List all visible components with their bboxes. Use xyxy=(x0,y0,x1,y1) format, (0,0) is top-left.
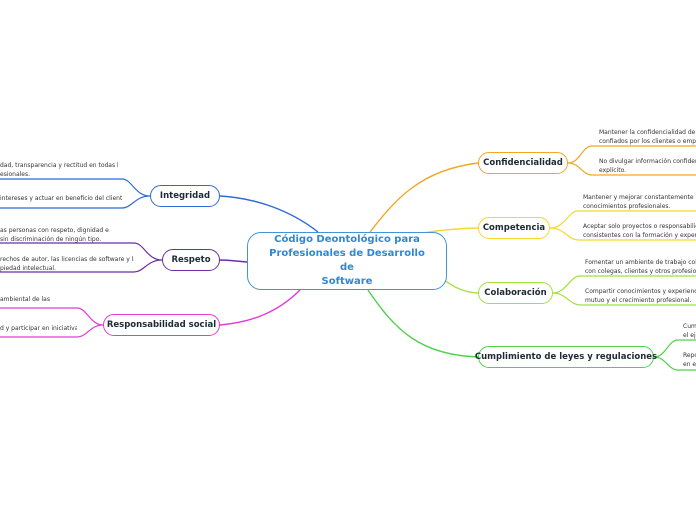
topic-confidencialidad[interactable]: Confidencialidad xyxy=(478,152,568,174)
leaf-text: Cum xyxy=(683,323,696,330)
leaf-text: en el xyxy=(683,361,696,368)
leaf-text: Aceptar solo proyectos o responsabilida xyxy=(583,223,696,230)
leaf-cumplimiento-1[interactable]: Cum el ej xyxy=(683,322,696,340)
leaf-text: el ej xyxy=(683,332,696,339)
leaf-competencia-2[interactable]: Aceptar solo proyectos o responsabilida … xyxy=(583,222,696,240)
branch-line-integridad xyxy=(150,195,319,233)
leaf-text: esionales. xyxy=(0,171,31,178)
leaf-text: Mantener y mejorar constantemente las xyxy=(583,194,696,201)
branch-line-respeto xyxy=(162,259,248,263)
leaf-text: consistentes con la formación y experien xyxy=(583,232,696,239)
topic-colaboracion-label: Colaboración xyxy=(484,288,547,298)
leaf-responsabilidad-1[interactable]: ambiental de las xyxy=(0,295,77,304)
leaf-text: Fomentar un ambiente de trabajo colabo xyxy=(585,259,696,266)
branch-line-confidencialidad xyxy=(369,162,568,233)
leaf-text: intereses y actuar en beneficio del clie… xyxy=(0,195,122,202)
topic-integridad[interactable]: Integridad xyxy=(150,185,220,207)
leaf-text: con colegas, clientes y otros profesiona… xyxy=(585,268,696,275)
leaf-text: d y participar en iniciativas xyxy=(0,325,77,332)
leaf-text: confiados por los clientes o emplea xyxy=(599,138,696,145)
central-topic[interactable]: Código Deontológico para Profesionales d… xyxy=(247,232,447,290)
topic-integridad-label: Integridad xyxy=(159,191,211,201)
topic-responsabilidad-social[interactable]: Responsabilidad social xyxy=(103,314,220,336)
branch-line-cumplimiento xyxy=(367,289,654,358)
topic-cumplimiento-label: Cumplimiento de leyes y regulaciones xyxy=(474,352,658,362)
leaf-text: No divulgar información confidenci xyxy=(599,158,696,165)
topic-respeto[interactable]: Respeto xyxy=(162,249,220,271)
leaf-text: Compartir conocimientos y experiencias xyxy=(585,288,696,295)
central-topic-line-2: Profesionales de Desarrollo de xyxy=(269,248,425,273)
leaf-text: ambiental de las xyxy=(0,296,50,303)
leaf-text: piedad intelectual. xyxy=(0,265,56,272)
leaf-text: sin discriminación de ningún tipo. xyxy=(0,236,102,243)
topic-confidencialidad-label: Confidencialidad xyxy=(483,158,563,168)
leaf-text: Mantener la confidencialidad de la xyxy=(599,129,696,136)
sub-line-respeto xyxy=(0,242,163,273)
leaf-confidencialidad-1[interactable]: Mantener la confidencialidad de la confi… xyxy=(599,128,696,146)
leaf-cumplimiento-2[interactable]: Repo en el xyxy=(683,351,696,369)
leaf-integridad-1[interactable]: dad, transparencia y rectitud en todas l… xyxy=(0,161,118,179)
leaf-colaboracion-1[interactable]: Fomentar un ambiente de trabajo colabo c… xyxy=(585,258,696,276)
topic-cumplimiento[interactable]: Cumplimiento de leyes y regulaciones xyxy=(474,346,658,368)
topic-competencia[interactable]: Competencia xyxy=(478,217,550,239)
leaf-text: rechos de autor, las licencias de softwa… xyxy=(0,256,134,263)
topic-colaboracion[interactable]: Colaboración xyxy=(478,282,553,304)
topic-respeto-label: Respeto xyxy=(171,255,211,265)
sub-line-integridad xyxy=(0,178,151,209)
leaf-respeto-1[interactable]: as personas con respeto, dignidad e sin … xyxy=(0,226,130,244)
branch-line-responsabilidad xyxy=(103,289,301,326)
leaf-respeto-2[interactable]: rechos de autor, las licencias de softwa… xyxy=(0,255,134,273)
central-topic-line-1: Código Deontológico para xyxy=(274,234,420,245)
leaf-text: conocimientos profesionales. xyxy=(583,203,671,210)
sub-line-responsabilidad xyxy=(0,307,104,338)
sub-line-cumplimiento xyxy=(653,339,696,371)
leaf-competencia-1[interactable]: Mantener y mejorar constantemente las co… xyxy=(583,193,696,211)
leaf-confidencialidad-2[interactable]: No divulgar información confidenci explí… xyxy=(599,157,696,175)
sub-line-colaboracion xyxy=(552,275,696,306)
leaf-text: dad, transparencia y rectitud en todas l… xyxy=(0,162,118,169)
topic-competencia-label: Competencia xyxy=(482,223,546,233)
sub-line-confidencialidad xyxy=(567,145,696,176)
leaf-colaboracion-2[interactable]: Compartir conocimientos y experiencias m… xyxy=(585,287,696,305)
leaf-text: explícito. xyxy=(599,167,627,174)
leaf-text: Repo xyxy=(683,352,696,359)
central-topic-line-3: Software xyxy=(321,276,373,287)
leaf-integridad-2[interactable]: intereses y actuar en beneficio del clie… xyxy=(0,194,122,203)
sub-line-competencia xyxy=(549,210,696,241)
leaf-text: mutuo y el crecimiento profesional. xyxy=(585,297,692,304)
leaf-responsabilidad-2[interactable]: d y participar en iniciativas xyxy=(0,324,77,333)
topic-responsabilidad-social-label: Responsabilidad social xyxy=(106,320,217,330)
leaf-text: as personas con respeto, dignidad e xyxy=(0,227,109,234)
